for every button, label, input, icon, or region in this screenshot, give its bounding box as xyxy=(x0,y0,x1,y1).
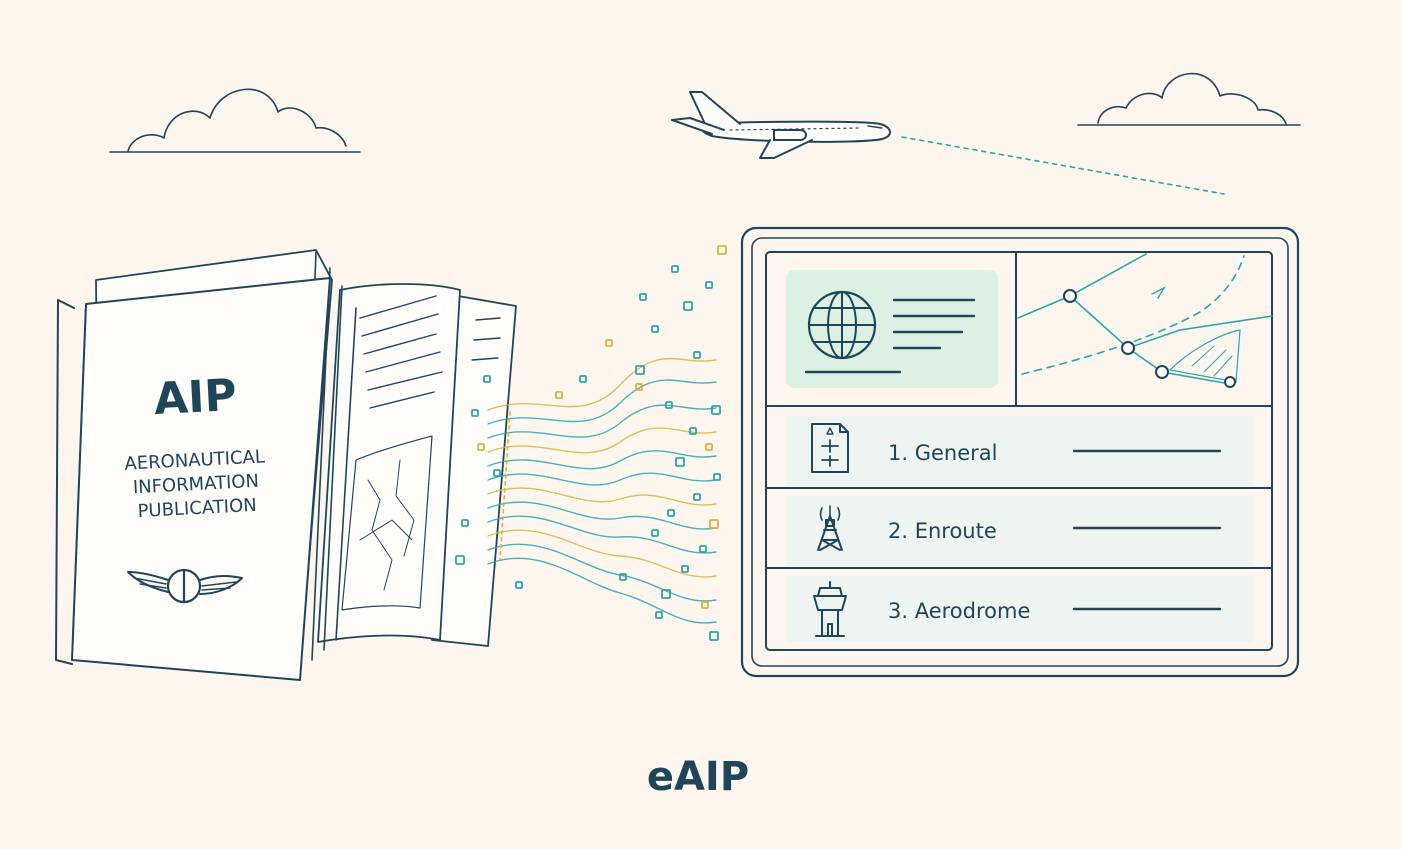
data-bit xyxy=(709,519,719,529)
section-label: 1. General xyxy=(888,441,997,465)
stream-line xyxy=(487,357,717,411)
data-bit xyxy=(705,281,713,289)
stream-line xyxy=(487,450,717,470)
eaip-screen: 1. General 2. Enroute 3. Aerodrome xyxy=(740,226,1300,678)
data-bit xyxy=(681,565,689,573)
data-bit xyxy=(493,469,501,477)
data-bit xyxy=(515,581,523,589)
data-bit xyxy=(635,383,643,391)
globe-icon xyxy=(807,290,877,360)
data-bit xyxy=(471,409,479,417)
data-bit xyxy=(693,351,701,359)
data-bit xyxy=(683,301,693,311)
data-bit xyxy=(655,611,663,619)
book-subtitle: AERONAUTICAL INFORMATION PUBLICATION xyxy=(124,446,265,522)
data-bit xyxy=(605,339,613,347)
section-lines xyxy=(1072,449,1222,611)
data-bit xyxy=(455,555,465,565)
data-bit xyxy=(699,545,707,553)
cloud-left-icon xyxy=(109,88,361,153)
aip-book xyxy=(55,249,517,681)
data-bit xyxy=(713,473,721,481)
data-bit xyxy=(705,443,713,451)
data-bit xyxy=(693,493,701,501)
airplane-icon xyxy=(671,91,891,159)
data-bit xyxy=(667,509,675,517)
data-bits xyxy=(455,245,727,641)
data-bit xyxy=(483,375,491,383)
info-text-lines xyxy=(804,298,976,374)
stream-line xyxy=(487,515,717,554)
section-row[interactable] xyxy=(786,416,1254,486)
stream-line xyxy=(487,529,717,578)
section-row[interactable] xyxy=(786,576,1254,642)
data-bit xyxy=(639,293,647,301)
stream-line xyxy=(487,404,717,439)
data-bit xyxy=(671,265,679,273)
data-bit xyxy=(651,325,659,333)
data-bit xyxy=(711,405,721,415)
data-bit xyxy=(477,443,485,451)
data-bit xyxy=(661,589,671,599)
route-map xyxy=(1017,253,1273,388)
section-row[interactable] xyxy=(786,496,1254,566)
stream-line xyxy=(487,379,717,425)
data-bit xyxy=(555,391,563,399)
caption-title: eAIP xyxy=(647,754,749,800)
info-card xyxy=(786,270,998,388)
data-bit xyxy=(619,573,627,581)
data-bit xyxy=(635,365,645,375)
stream-line xyxy=(487,557,717,624)
stream-line xyxy=(487,472,717,486)
book-title: AIP xyxy=(153,370,238,425)
data-bit xyxy=(709,631,719,641)
section-label: 3. Aerodrome xyxy=(888,599,1030,623)
stream-line xyxy=(487,427,717,454)
wings-emblem-icon xyxy=(127,568,243,604)
flight-path-line xyxy=(901,136,1225,195)
control-tower-icon xyxy=(813,581,847,637)
document-icon xyxy=(811,423,849,473)
data-bit xyxy=(675,457,685,467)
data-bit xyxy=(665,401,673,409)
radio-mast-icon xyxy=(817,505,843,551)
section-label: 2. Enroute xyxy=(888,519,997,543)
data-bit xyxy=(461,519,469,527)
stream-line xyxy=(487,487,717,506)
data-bit xyxy=(701,601,709,609)
stream-seam xyxy=(499,411,511,561)
stream-line xyxy=(487,501,717,530)
data-bit xyxy=(689,427,697,435)
cloud-right-icon xyxy=(1077,72,1301,126)
data-bit xyxy=(717,245,727,255)
data-bit xyxy=(579,375,587,383)
data-bit xyxy=(651,529,659,537)
